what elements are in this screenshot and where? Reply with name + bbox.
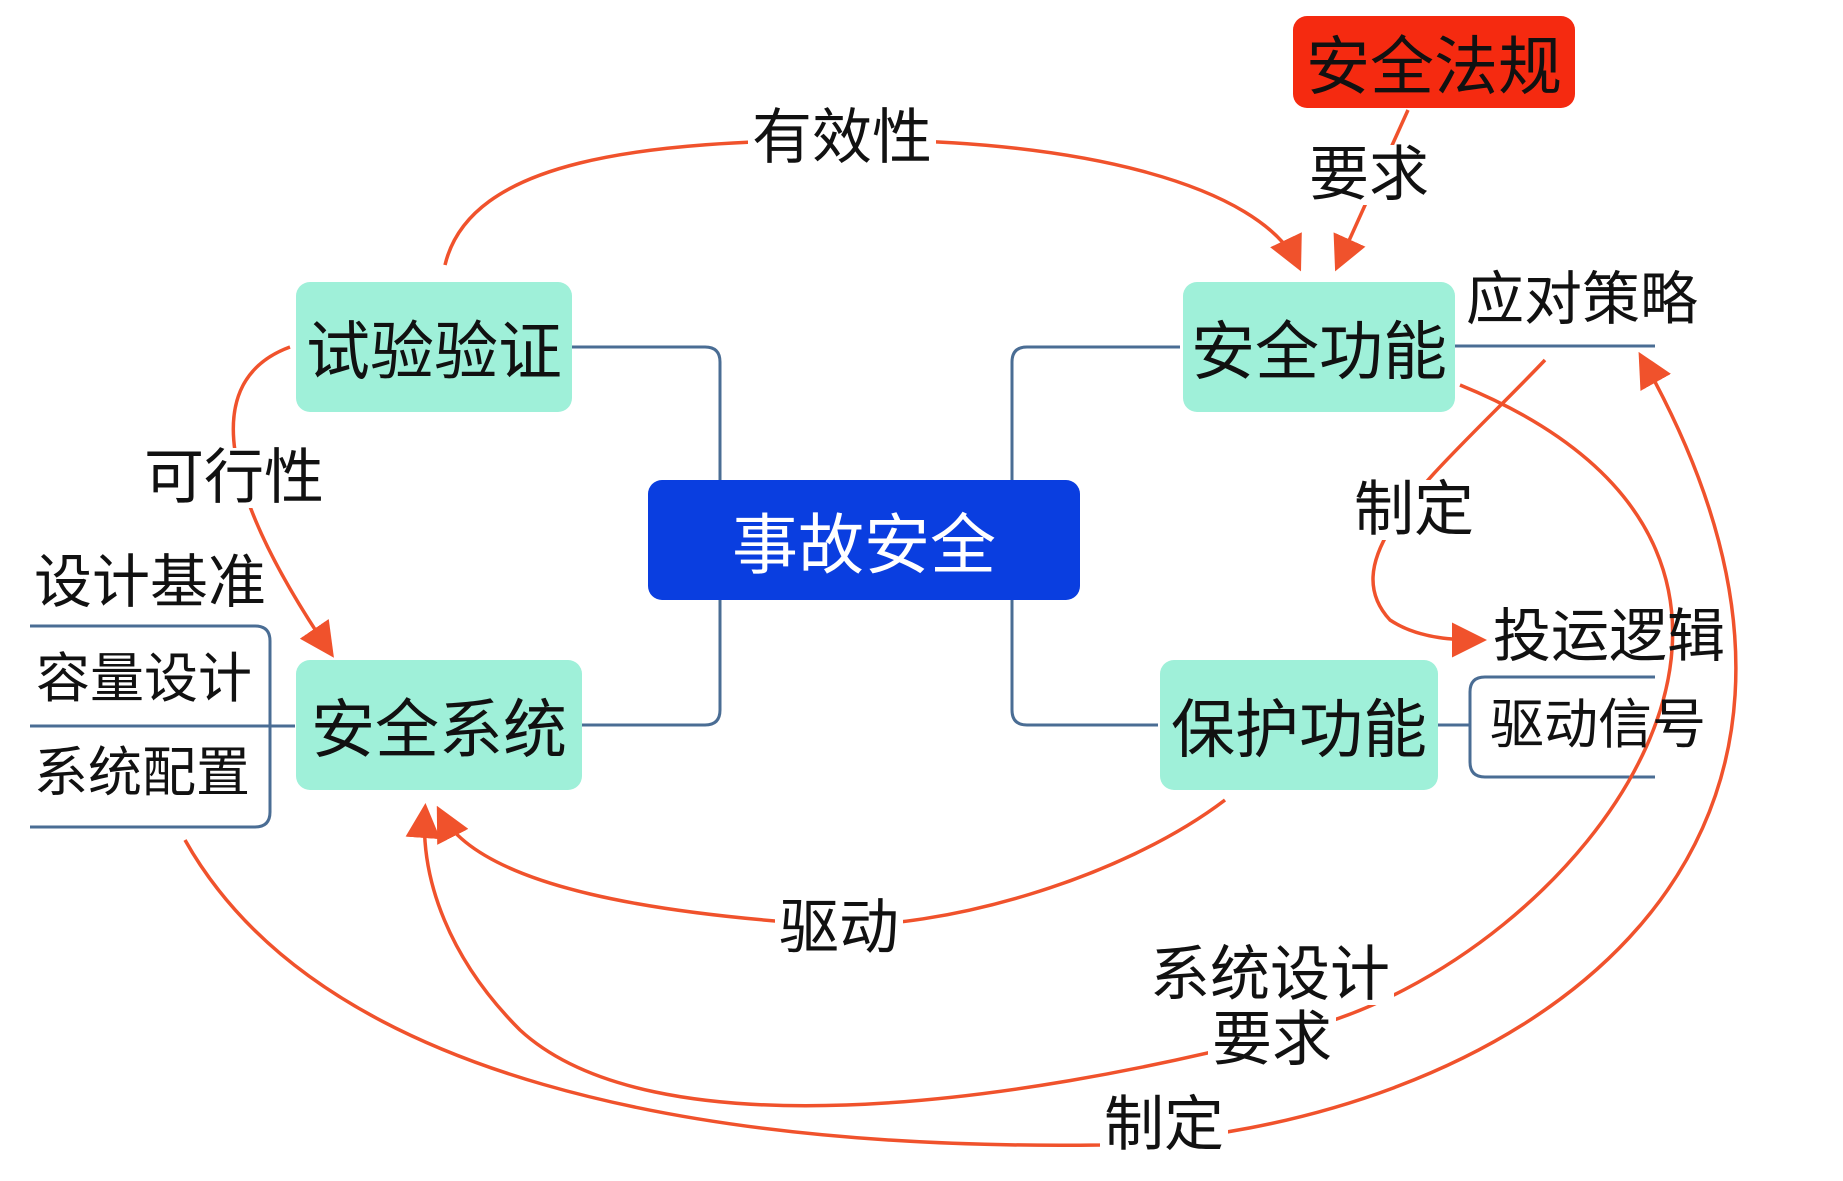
connector-center-safety-system bbox=[580, 600, 722, 727]
node-center[interactable]: 事故安全 bbox=[648, 480, 1080, 600]
node-safety-regulation[interactable]: 安全法规 bbox=[1293, 16, 1575, 108]
label-requirement-top: 要求 bbox=[1305, 145, 1433, 205]
label-system-config: 系统配置 bbox=[34, 741, 250, 804]
label-formulate-right: 制定 bbox=[1350, 480, 1478, 540]
connector-center-test-verify bbox=[570, 345, 722, 480]
label-feasibility: 可行性 bbox=[140, 448, 328, 508]
label-drive-signal: 驱动信号 bbox=[1490, 693, 1706, 756]
node-protection-function[interactable]: 保护功能 bbox=[1160, 660, 1438, 790]
arrow-system-design-requirement bbox=[405, 383, 1675, 1108]
node-test-verify[interactable]: 试验验证 bbox=[296, 282, 572, 412]
label-drive: 驱动 bbox=[775, 898, 903, 958]
label-formulate-bottom: 制定 bbox=[1100, 1095, 1228, 1155]
arrow-formulate-right bbox=[1371, 358, 1547, 658]
label-system-design-line2: 要求 bbox=[1208, 1010, 1336, 1070]
bracket-drive-signal bbox=[1468, 675, 1655, 779]
connector-center-safety-function bbox=[1010, 345, 1180, 480]
label-effectiveness: 有效性 bbox=[748, 108, 936, 168]
label-response-strategy: 应对策略 bbox=[1466, 265, 1699, 333]
node-safety-function[interactable]: 安全功能 bbox=[1183, 282, 1455, 412]
label-system-design-line1: 系统设计 bbox=[1146, 945, 1394, 1005]
label-operation-logic: 投运逻辑 bbox=[1493, 602, 1726, 670]
node-safety-system[interactable]: 安全系统 bbox=[296, 660, 582, 790]
label-capacity-design: 容量设计 bbox=[36, 647, 252, 710]
label-design-basis: 设计基准 bbox=[34, 548, 267, 616]
connector-center-protection-function bbox=[1010, 600, 1158, 727]
